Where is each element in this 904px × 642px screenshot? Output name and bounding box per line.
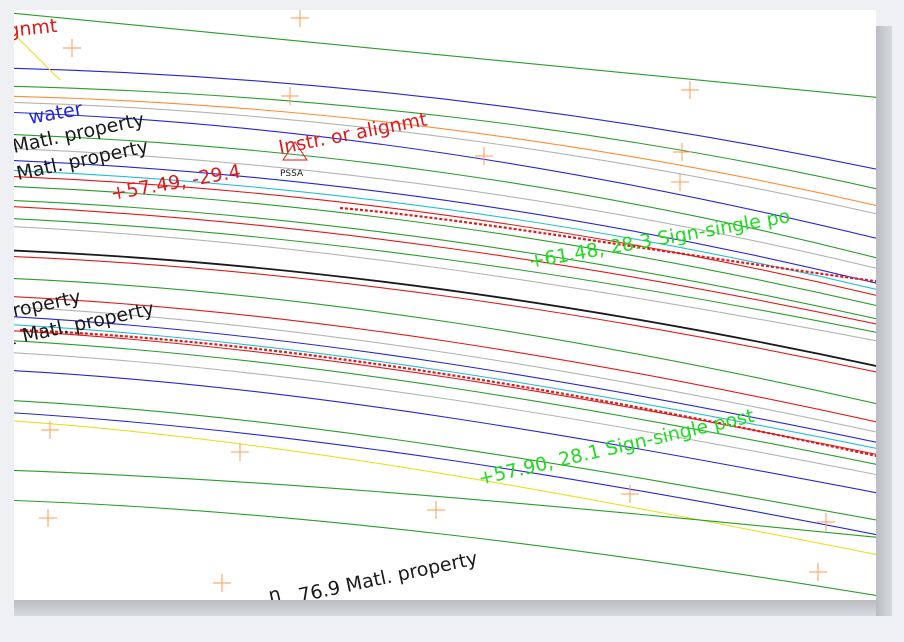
alignment-line bbox=[14, 226, 876, 342]
alignment-line bbox=[14, 134, 876, 259]
alignment-line bbox=[14, 330, 876, 455]
label-bottom-prefix: n bbox=[266, 583, 282, 600]
centerline bbox=[14, 249, 876, 367]
alignment-line bbox=[14, 33, 61, 81]
alignment-line bbox=[14, 340, 876, 465]
station-markers bbox=[39, 10, 835, 592]
cross-marker-icon bbox=[671, 173, 689, 191]
cad-drawing[interactable]: gnmt water Matl. property Matl. property… bbox=[14, 10, 876, 600]
label-sign-single-post-1: +61.48, 28.3 Sign-single po bbox=[527, 205, 792, 273]
alignment-line bbox=[14, 306, 876, 433]
alignment-line bbox=[14, 111, 876, 239]
cross-marker-icon bbox=[291, 10, 309, 27]
cross-marker-icon bbox=[213, 574, 231, 592]
alignment-line bbox=[14, 370, 876, 494]
alignment-line bbox=[14, 256, 876, 373]
cross-marker-icon bbox=[621, 485, 639, 503]
cross-marker-icon bbox=[809, 563, 827, 581]
cross-marker-icon bbox=[673, 143, 691, 161]
linework bbox=[14, 12, 876, 596]
alignment-line bbox=[14, 200, 876, 320]
triangle-marker-icon bbox=[282, 141, 308, 161]
alignment-line bbox=[14, 296, 876, 423]
alignment-line bbox=[14, 420, 876, 556]
cross-marker-icon bbox=[427, 501, 445, 519]
cross-marker-icon bbox=[681, 81, 699, 99]
alignment-line bbox=[14, 85, 876, 190]
cross-marker-icon bbox=[231, 443, 249, 461]
alignment-line bbox=[14, 206, 876, 325]
alignment-line bbox=[14, 148, 876, 269]
cross-marker-icon bbox=[63, 39, 81, 57]
alignment-line bbox=[14, 324, 876, 449]
alignment-line bbox=[14, 12, 876, 98]
alignment-line bbox=[14, 352, 876, 476]
cross-marker-icon bbox=[281, 87, 299, 105]
frame-shadow bbox=[14, 600, 876, 616]
hatch-pattern-icon bbox=[19, 206, 876, 457]
alignment-line bbox=[14, 499, 876, 596]
alignment-line bbox=[14, 400, 876, 521]
alignment-line bbox=[14, 316, 876, 443]
label-instr-alignmt: Instr. or alignmt bbox=[277, 109, 429, 159]
alignment-line bbox=[14, 218, 876, 333]
label-alignmt-top: gnmt bbox=[14, 15, 58, 42]
cross-marker-icon bbox=[817, 513, 835, 531]
label-sign-single-post-2: +57.90, 28.1 Sign-single post bbox=[476, 405, 756, 490]
alignment-line bbox=[14, 67, 876, 170]
frame-shadow bbox=[876, 26, 892, 616]
alignment-line bbox=[14, 278, 876, 405]
alignment-line bbox=[14, 176, 876, 296]
alignment-line bbox=[14, 160, 876, 284]
alignment-line bbox=[14, 469, 876, 538]
cross-marker-icon bbox=[39, 509, 57, 527]
alignment-line bbox=[14, 101, 876, 215]
alignment-line bbox=[14, 95, 876, 207]
cad-canvas[interactable]: gnmt water Matl. property Matl. property… bbox=[14, 10, 876, 600]
cross-marker-icon bbox=[475, 147, 493, 165]
label-pssa: PSSA bbox=[280, 169, 304, 179]
alignment-line bbox=[14, 186, 876, 307]
cross-marker-icon bbox=[41, 421, 59, 439]
alignment-line bbox=[14, 412, 876, 536]
label-matl-property-bottom: 76.9 Matl. property bbox=[296, 547, 479, 600]
